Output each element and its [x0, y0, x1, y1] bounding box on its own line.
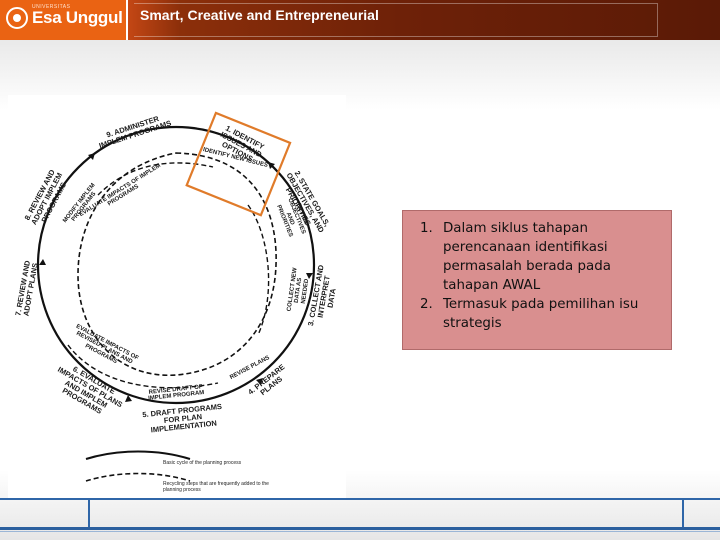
inner-dashed-loop [77, 152, 277, 376]
outer-cycle-path [36, 125, 316, 405]
footer-line [0, 531, 720, 532]
inner-dashed-loop [67, 344, 219, 389]
explanation-list: Dalam siklus tahapan perencanaan identif… [409, 219, 663, 333]
university-logo: UNIVERSITAS Esa Unggul [0, 0, 128, 40]
highlight-box [185, 111, 292, 217]
header-bar: UNIVERSITAS Esa Unggul Smart, Creative a… [0, 0, 720, 40]
header-tagline: Smart, Creative and Entrepreneurial [140, 7, 379, 23]
footer-line [0, 498, 720, 500]
footer-line [0, 527, 720, 530]
legend-solid-text: Basic cycle of the planning process [163, 460, 242, 466]
header-frame [134, 3, 658, 37]
inner-dashed-loop [97, 162, 214, 196]
arrow-head [306, 273, 313, 279]
legend-dashed-text: Recycling steps that are frequently adde… [163, 481, 269, 493]
legend-dashed-line [85, 472, 191, 482]
arrow-head [125, 395, 132, 402]
arrow-head [268, 162, 275, 169]
logo-small-text: UNIVERSITAS [32, 4, 71, 10]
explanation-item-2: Termasuk pada pemilihan isu strategis [437, 295, 663, 333]
arrow-head [256, 378, 263, 385]
planning-cycle-diagram: 1. IDENTIFY ISSUES AND OPTIONS 2. STATE … [8, 95, 346, 498]
logo-text: Esa Unggul [32, 8, 123, 27]
explanation-callout: Dalam siklus tahapan perencanaan identif… [402, 210, 672, 350]
inner-dashed-loop [247, 204, 270, 336]
arrow-head [39, 259, 46, 265]
footer-divider [88, 500, 90, 527]
logo-emblem-icon [6, 7, 28, 29]
planning-cycle-svg [36, 111, 316, 482]
arrow-head [88, 153, 95, 160]
footer-divider [682, 500, 684, 527]
legend-solid-line [85, 450, 191, 460]
explanation-item-1: Dalam siklus tahapan perencanaan identif… [437, 219, 663, 295]
